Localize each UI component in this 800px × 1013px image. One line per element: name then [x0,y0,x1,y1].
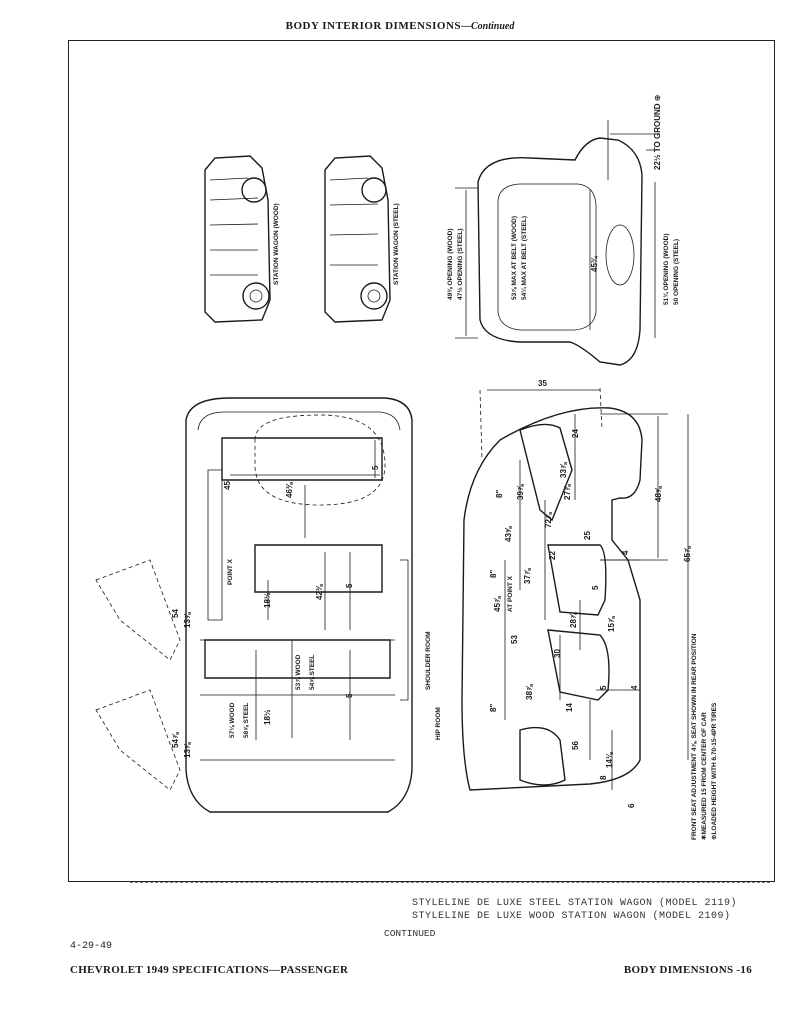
plan-58-steel: 58⅝ STEEL [243,703,250,738]
side-section-drawing: 35 24 33⅞ 8" 39⅞ 27⅞ 48⅝ 72⅞ 43⅝ 25 22 4… [461,379,692,808]
section-43: 43⅝ [504,525,513,542]
section-33: 33⅞ [559,461,568,478]
plan-54-steel: 54⅝ STEEL [309,655,316,690]
plan-13a: 13⅝ [183,611,192,628]
plan-46: 46⅜ [285,481,294,498]
model-steel-caption: STYLELINE DE LUXE STEEL STATION WAGON (M… [412,898,738,909]
plan-5a: 5 [371,465,380,470]
side-view-wood-wagon: STATION WAGON (WOOD) [204,155,280,323]
rear-opening-steel-right: 50 OPENING (STEEL) [673,239,680,305]
plan-18a: 18½ [263,592,272,608]
plan-5c: 5 [345,693,354,698]
section-14b: 14⅛ [605,751,614,768]
page-header: BODY INTERIOR DIMENSIONS—Continued [0,20,800,32]
section-at-point-x: AT POINT X [507,575,514,612]
plan-18b: 18½ [263,709,272,725]
section-8d: 8 [599,775,608,780]
section-48: 48⅝ [654,485,663,502]
plan-54b: 54⅞ [171,731,180,748]
note-measured: ✱MEASURED 15 FROM CENTER OF CAR [701,712,708,840]
section-8a: 8" [495,490,504,498]
side-view-steel-wagon: STATION WAGON (STEEL) [324,155,400,323]
section-4b: 4 [630,685,639,690]
section-14a: 14 [565,703,574,712]
rear-opening-wood-right: 51¾ OPENING (WOOD) [662,233,670,305]
drawing-notes: FRONT SEAT ADJUSTMENT 4⅞, SEAT SHOWN IN … [691,633,718,840]
footer-left: CHEVROLET 1949 SPECIFICATIONS—PASSENGER [70,964,349,976]
section-65: 65⅞ [683,545,692,562]
note-front-seat: FRONT SEAT ADJUSTMENT 4⅞, SEAT SHOWN IN … [691,633,698,840]
section-45: 45⅞ [493,595,502,612]
header-title: BODY INTERIOR DIMENSIONS [285,20,462,32]
note-loaded-height: ⊕LOADED HEIGHT WITH 6.70-15-4PR TIRES [711,702,718,840]
section-25: 25 [583,531,592,540]
plan-53-wood: 53⅞ WOOD [295,654,302,690]
rear-to-ground: 22½ TO GROUND ⊕ [653,95,662,170]
rear-max-belt-steel: 54¼ MAX AT BELT (STEEL) [520,216,528,300]
plan-hip-room: HIP ROOM [435,707,442,740]
section-5b: 5 [599,685,608,690]
section-24: 24 [571,429,580,438]
side-view-steel-label: STATION WAGON (STEEL) [393,203,400,285]
model-wood-caption: STYLELINE DE LUXE WOOD STATION WAGON (MO… [412,911,731,922]
header-continued: —Continued [461,21,515,32]
section-15: 15⅞ [607,615,616,632]
plan-point-x: POINT X [227,558,234,585]
plan-57-wood: 57⅛ WOOD [229,702,236,738]
section-8b: 8" [489,570,498,578]
plan-42: 42⅜ [315,583,324,600]
plan-view-drawing: 45 46⅜ 5 POINT X 18½ 42⅜ 5 54 13⅝ 53⅞ WO… [95,397,442,813]
section-53: 53 [510,635,519,644]
section-39: 39⅞ [516,483,525,500]
section-27: 27⅞ [563,483,572,500]
rear-opening-steel-left: 47½ OPENING (STEEL) [456,228,464,300]
section-38: 38⅞ [525,683,534,700]
section-35: 35 [538,379,547,388]
footer-right: BODY DIMENSIONS -16 [623,964,752,976]
section-30: 30 [553,649,562,658]
section-56: 56 [571,741,580,750]
plan-45: 45 [223,481,232,490]
section-6: 6 [627,803,636,808]
section-37: 37⅞ [523,567,532,584]
section-4a: 4 [621,550,630,555]
section-8c: 8" [489,704,498,712]
rear-view-drawing: 22½ TO GROUND ⊕ 49⅜ OPENING (WOOD) 47½ O… [447,95,680,366]
caption-rule [130,882,770,883]
rear-height: 45¾ [590,255,599,272]
side-view-wood-label: STATION WAGON (WOOD) [273,203,280,285]
rear-opening-wood-left: 49⅜ OPENING (WOOD) [447,228,454,300]
plan-13b: 13⅞ [183,741,192,758]
section-22: 22 [548,551,557,560]
rear-max-belt-wood: 53⅞ MAX AT BELT (WOOD) [511,216,518,300]
continued-label: CONTINUED [384,928,436,939]
page-date: 4-29-49 [70,941,113,952]
plan-shoulder-room: SHOULDER ROOM [425,632,432,691]
section-28: 28⅞ [569,611,578,628]
plan-5b: 5 [345,583,354,588]
plan-54a: 54 [171,609,180,618]
drawing-frame [68,40,775,882]
section-5a: 5 [591,585,600,590]
section-72: 72⅞ [544,511,553,528]
